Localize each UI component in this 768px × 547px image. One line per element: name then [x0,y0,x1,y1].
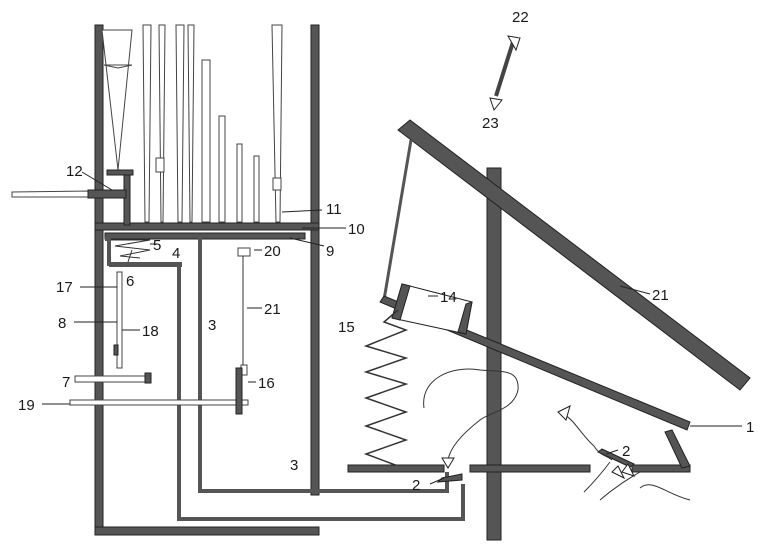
label-3a: 3 [208,317,216,334]
part-16-block [235,367,243,415]
label-23: 23 [482,115,499,132]
pipe-flare [103,64,133,69]
leader-9 [289,237,325,247]
horizontal-pipe-12 [11,190,91,198]
label-21b: 21 [652,287,669,304]
airflow-in-1 [583,461,611,493]
center-post [486,167,502,541]
rod-18 [116,271,123,369]
bellows-hinge-1 [664,429,691,469]
label-14: 14 [440,289,457,306]
leader-21b [619,285,651,295]
label-4: 4 [172,245,180,262]
airflow-up [565,415,613,461]
direction-arrow-22-23 [489,35,521,112]
reservoir-floor-left [347,464,445,473]
part-20-block [237,247,251,257]
label-10: 10 [348,221,365,238]
pipe-6 [201,59,211,223]
label-22: 22 [512,9,529,26]
label-12: 12 [66,163,83,180]
label-11: 11 [326,201,342,218]
reservoir-floor-mid [469,464,591,473]
case-left-wall [94,24,104,536]
reservoir-floor-right [631,464,691,473]
pipe-7 [218,115,226,223]
leader-lines [42,171,742,485]
label-3b: 3 [290,457,298,474]
airflow-in-arrow-1 [611,465,626,480]
pipe-2 [142,24,152,223]
label-2a: 2 [412,477,420,494]
pipe-conical-1 [101,29,133,171]
outlet-valve-2 [436,473,463,483]
wind-trunk-4 [105,237,465,521]
bellows-lever-21 [397,119,751,391]
part-12-post [123,174,131,226]
arrow-up-head [507,35,521,52]
label-18: 18 [142,323,159,340]
label-21a: 21 [264,301,281,318]
airflow-in-2 [599,471,641,501]
pipe-5 [187,24,195,223]
rod-19 [69,399,249,406]
label-17: 17 [56,279,73,296]
pallet-link [127,249,133,263]
lever-link-rod [382,139,413,301]
label-8: 8 [58,315,66,332]
bellows-spring [363,309,409,467]
part-12-assembly [11,169,134,226]
stop-knob-7 [74,375,148,383]
airflow-internal [423,368,519,461]
wind-channel-3 [198,237,449,493]
weight-14-right [457,301,473,335]
stop-7-end [144,372,152,384]
label-19: 19 [18,397,35,414]
organ-pipes [101,24,283,223]
label-16: 16 [258,375,275,392]
airflow-up-arrow [557,405,571,421]
pipe-10-mouth [272,177,282,191]
label-2b: 2 [622,443,630,460]
label-6: 6 [126,273,134,290]
label-5: 5 [153,237,161,254]
pipe-9 [253,155,260,223]
leader-12 [81,171,113,191]
organ-case [94,24,320,536]
airflow-arrow-down [441,457,455,469]
case-bottom [94,526,320,536]
label-7: 7 [62,374,70,391]
bellows-assembly [347,119,751,541]
label-20: 20 [264,243,281,260]
pipe-3 [158,24,166,223]
part-labels: 12 11 10 9 20 5 4 6 17 8 18 3 21 15 16 7… [18,9,754,494]
arrow-shaft [494,41,515,97]
part-12-block [87,189,127,199]
label-1: 1 [746,419,754,436]
windchest-top [94,222,320,231]
label-15: 15 [338,319,355,336]
leader-2b [605,449,619,455]
pipe-8 [236,143,243,223]
case-right-wall [310,24,320,496]
airflow-in-3 [639,484,691,501]
arrow-down-head [489,97,503,112]
part-12-bar [106,169,134,176]
leader-2a [429,477,445,485]
airflow-in-arrow-2 [621,463,635,477]
pipe-3-mouth [155,157,165,173]
valve-5-6 [110,239,151,263]
pipe-4 [175,24,185,223]
pallet-spring [110,239,151,259]
stop-mechanism [69,271,249,406]
airflow-curves [423,368,691,501]
windchest-board [104,232,306,240]
tracker-16-20-21 [235,247,251,415]
leader-11 [281,209,323,213]
rod-18-pin [113,344,119,356]
label-9: 9 [326,243,334,260]
pipe-10 [271,24,283,223]
